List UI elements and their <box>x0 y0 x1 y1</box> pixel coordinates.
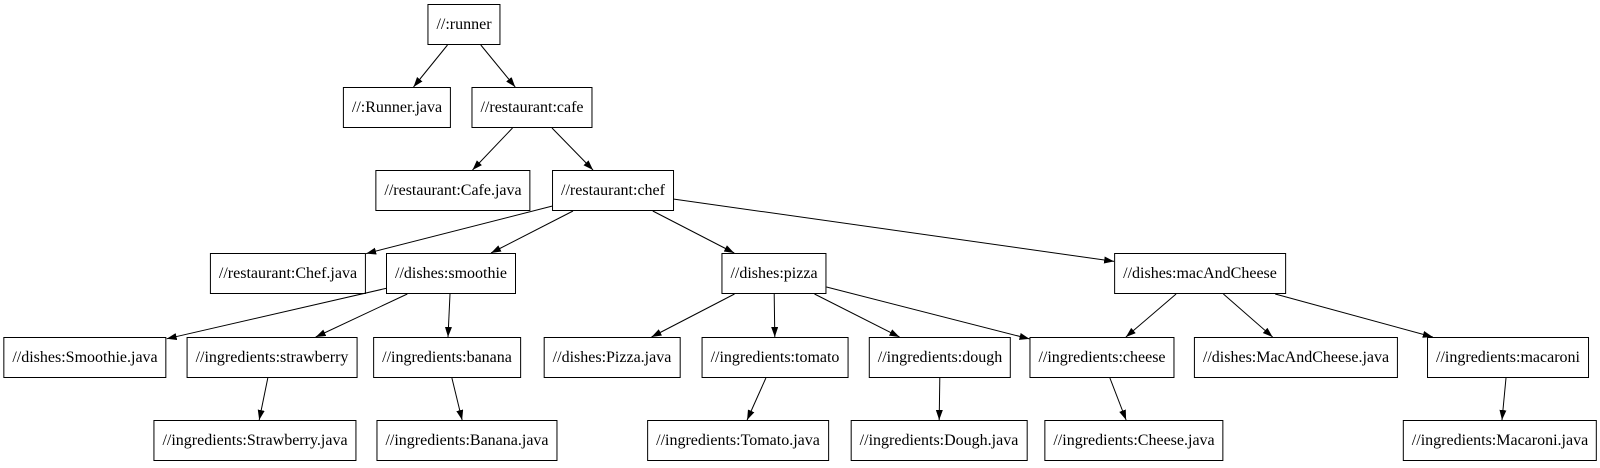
graph-node-banana: //ingredients:banana <box>373 337 521 378</box>
graph-node-banana-java: //ingredients:Banana.java <box>376 420 558 461</box>
graph-node-smoothie: //dishes:smoothie <box>386 253 516 294</box>
graph-node-strawberry: //ingredients:strawberry <box>186 337 358 378</box>
graph-node-cafe-java: //restaurant:Cafe.java <box>375 170 531 211</box>
edge-pizza-dough <box>814 293 900 338</box>
graph-node-macaroni: //ingredients:macaroni <box>1427 337 1589 378</box>
graph-node-pizza-java: //dishes:Pizza.java <box>543 337 681 378</box>
graph-node-mac-and-cheese: //dishes:macAndCheese <box>1114 253 1286 294</box>
graph-node-tomato: //ingredients:tomato <box>701 337 849 378</box>
edge-pizza-tomato <box>771 293 779 338</box>
graph-node-cheese: //ingredients:cheese <box>1029 337 1175 378</box>
edge-runner-cafe <box>480 44 516 88</box>
graph-node-runner: //:runner <box>427 4 501 45</box>
edge-chef-pizza <box>652 210 735 254</box>
graph-node-runner-java: //:Runner.java <box>342 87 452 128</box>
edge-smoothie-strawberry <box>315 293 408 338</box>
graph-node-cafe: //restaurant:cafe <box>471 87 593 128</box>
edge-pizza-cheese <box>826 286 1030 340</box>
graph-node-dough-java: //ingredients:Dough.java <box>850 420 1028 461</box>
edge-banana-banana-java <box>451 377 464 421</box>
graph-node-mac-and-cheese-java: //dishes:MacAndCheese.java <box>1193 337 1399 378</box>
graph-node-chef-java: //restaurant:Chef.java <box>209 253 367 294</box>
edge-macaroni-macaroni-java <box>1499 377 1507 421</box>
graph-node-macaroni-java: //ingredients:Macaroni.java <box>1402 420 1598 461</box>
graph-node-cheese-java: //ingredients:Cheese.java <box>1044 420 1224 461</box>
edge-runner-runner-java <box>413 44 448 88</box>
edge-dough-dough-java <box>935 377 943 421</box>
edge-mac-and-cheese-mac-and-cheese-java <box>1223 293 1273 338</box>
edge-mac-and-cheese-cheese <box>1125 293 1177 338</box>
graph-node-chef: //restaurant:chef <box>552 170 674 211</box>
edge-tomato-tomato-java <box>746 377 767 421</box>
graph-node-smoothie-java: //dishes:Smoothie.java <box>3 337 167 378</box>
graph-node-strawberry-java: //ingredients:Strawberry.java <box>153 420 357 461</box>
edge-strawberry-strawberry-java <box>257 377 269 421</box>
edge-cafe-chef <box>551 127 594 171</box>
graph-node-dough: //ingredients:dough <box>868 337 1012 378</box>
edge-chef-chef-java <box>365 205 553 255</box>
edge-chef-smoothie <box>490 210 574 254</box>
edge-smoothie-smoothie-java <box>166 287 387 340</box>
edge-cafe-cafe-java <box>472 127 513 171</box>
edge-smoothie-banana <box>444 293 452 338</box>
graph-node-pizza: //dishes:pizza <box>721 253 827 294</box>
graph-node-tomato-java: //ingredients:Tomato.java <box>647 420 829 461</box>
edge-mac-and-cheese-macaroni <box>1275 293 1433 338</box>
edge-cheese-cheese-java <box>1109 377 1127 421</box>
edge-pizza-pizza-java <box>651 293 735 338</box>
